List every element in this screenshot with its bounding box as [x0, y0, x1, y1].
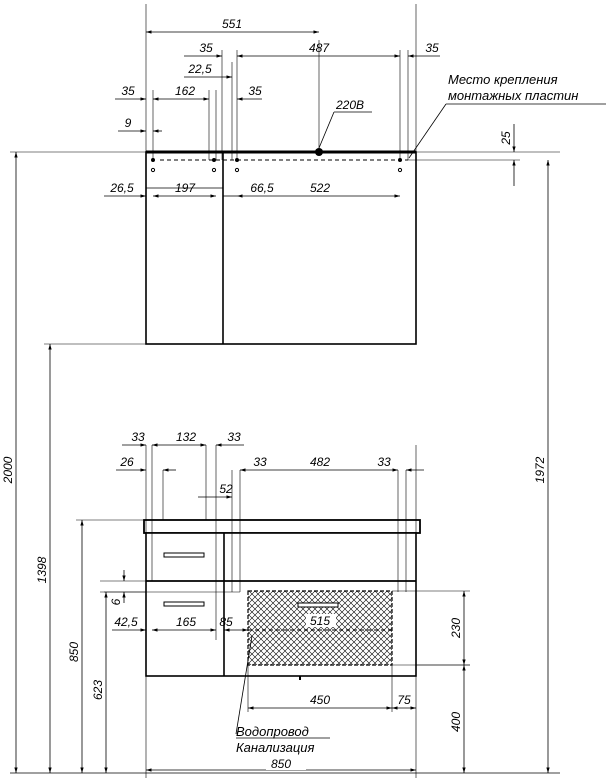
- dim-132: 132: [176, 430, 196, 444]
- dim-515: 515: [310, 614, 330, 628]
- dim-522: 522: [310, 181, 330, 195]
- dim-850-horizontal: 850: [271, 757, 291, 771]
- dim-33-c: 33: [253, 455, 267, 469]
- dim-35-a: 35: [199, 41, 213, 55]
- dim-66-5: 66,5: [250, 181, 274, 195]
- dim-165: 165: [176, 615, 196, 629]
- dim-75: 75: [397, 693, 411, 707]
- mirror-cabinet-outline: [145, 151, 417, 345]
- dim-1972: 1972: [533, 456, 547, 483]
- dim-22-5: 22,5: [187, 62, 212, 76]
- pipe-zone-hatch: [247, 590, 393, 666]
- dim-33-b: 33: [227, 430, 241, 444]
- dim-35-b: 35: [425, 41, 439, 55]
- vanity-unit: [143, 519, 421, 680]
- dim-551: 551: [222, 17, 242, 31]
- dim-33-a: 33: [131, 430, 145, 444]
- dim-26: 26: [119, 455, 134, 469]
- dim-26-5: 26,5: [109, 181, 134, 195]
- dim-162: 162: [175, 84, 195, 98]
- dim-33-d: 33: [377, 455, 391, 469]
- dim-2000: 2000: [1, 456, 15, 484]
- dim-487: 487: [309, 41, 330, 55]
- dim-230: 230: [449, 618, 463, 639]
- voltage-label: 220В: [335, 98, 364, 112]
- dim-52: 52: [219, 482, 233, 496]
- dim-450: 450: [310, 693, 330, 707]
- drawer-handle-2: [163, 601, 205, 607]
- water-supply-label: Водопровод: [236, 724, 309, 739]
- mount-note-line2: монтажных пластин: [448, 88, 578, 103]
- dim-623: 623: [91, 680, 105, 700]
- dim-85: 85: [219, 615, 233, 629]
- mirror-cabinet: [145, 148, 417, 345]
- dim-25: 25: [499, 131, 513, 146]
- dim-850-vertical: 850: [67, 642, 81, 662]
- dim-400: 400: [449, 712, 463, 732]
- top-extension-lines: [145, 4, 417, 160]
- dim-9: 9: [125, 116, 132, 130]
- dim-197: 197: [175, 181, 196, 195]
- dim-35-c: 35: [121, 84, 135, 98]
- dim-6: 6: [109, 598, 123, 605]
- dim-1398: 1398: [35, 556, 49, 583]
- dim-482: 482: [310, 455, 330, 469]
- dim-35-d: 35: [248, 84, 262, 98]
- dim-42-5: 42,5: [114, 615, 138, 629]
- sewer-label: Канализация: [236, 740, 314, 755]
- bottom-extension-lines: [145, 445, 417, 778]
- countertop: [143, 519, 421, 534]
- mount-note-line1: Место крепления: [448, 72, 558, 87]
- drawer-handle-1: [163, 552, 205, 558]
- drawer-handle-3: [297, 602, 339, 608]
